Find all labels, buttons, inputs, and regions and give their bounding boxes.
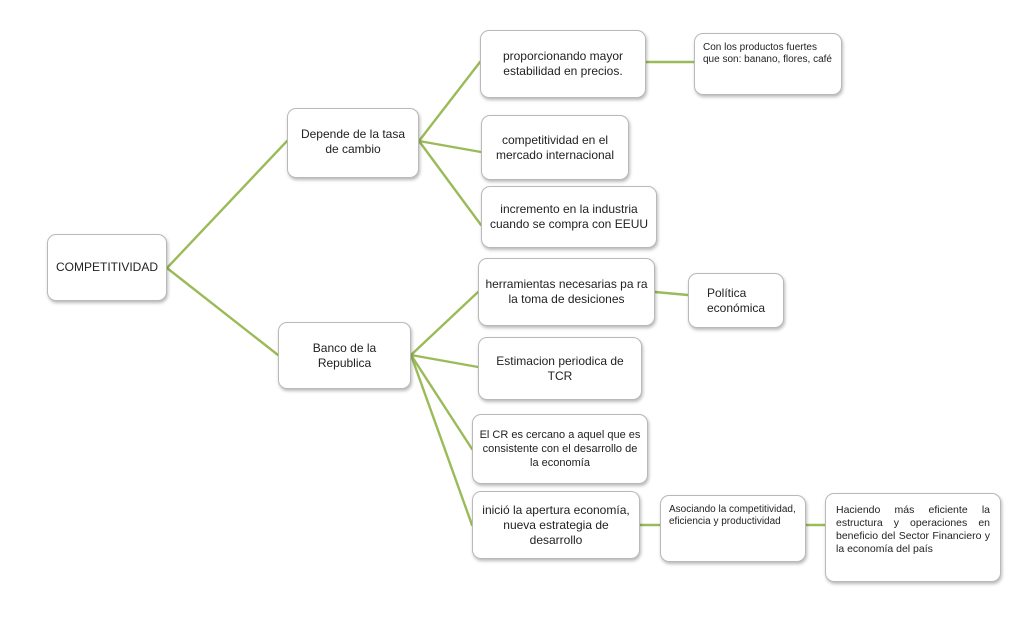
node-estimacion-tcr: Estimacion periodica de TCR — [478, 337, 642, 400]
node-competitividad-mercado: competitividad en el mercado internacion… — [481, 115, 629, 180]
connector-tasa-incremento — [417, 139, 483, 227]
connector-herramientas-politica — [653, 290, 690, 297]
connector-banco-herramientas — [409, 290, 480, 357]
node-incremento-industria: incremento en la industria cuando se com… — [481, 186, 657, 248]
connector-banco-apertura — [409, 353, 474, 527]
connector-banco-cr — [409, 353, 474, 451]
node-apertura-economia: inició la apertura economía, nueva estra… — [472, 491, 640, 559]
node-haciendo-eficiente: Haciendo más eficiente la estructura y o… — [825, 493, 1001, 582]
node-estabilidad-precios: proporcionando mayor estabilidad en prec… — [480, 30, 646, 98]
node-banco-republica: Banco de la Republica — [278, 322, 411, 389]
node-politica-economica: Política económica — [688, 273, 784, 328]
connector-tasa-competitividad — [417, 139, 483, 154]
node-competitividad: COMPETITIVIDAD — [47, 234, 167, 301]
connector-banco-estimacion — [409, 353, 480, 369]
node-productos-fuertes: Con los productos fuertes que son: banan… — [694, 33, 842, 95]
node-tasa-de-cambio: Depende de la tasa de cambio — [287, 108, 419, 178]
connector-root-banco — [165, 266, 280, 357]
connector-root-tasa — [165, 139, 289, 270]
connector-tasa-estabilidad — [417, 60, 482, 143]
node-cr-cercano: El CR es cercano a aquel que es consiste… — [472, 414, 648, 484]
node-asociando: Asociando la competitividad, eficiencia … — [660, 495, 806, 562]
node-herramientas: herramientas necesarias pa ra la toma de… — [478, 258, 655, 326]
